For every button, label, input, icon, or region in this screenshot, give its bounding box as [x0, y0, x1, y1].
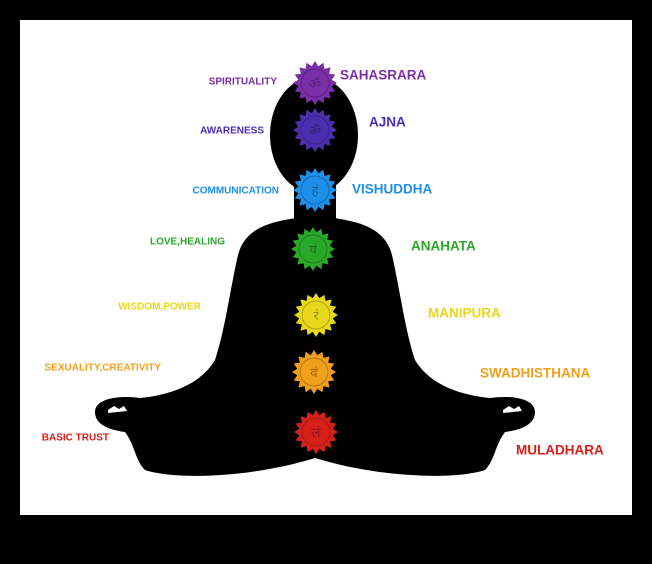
chakra-name-label: VISHUDDHA — [352, 181, 433, 197]
chakra-meaning-label: AWARENESS — [200, 125, 264, 137]
chakra-name-label: AJNA — [369, 114, 406, 130]
chakra-meaning-label: BASIC TRUST — [41, 432, 109, 444]
chakra-sahasrara-icon: ॐ — [293, 61, 337, 105]
chakra-meaning-label: COMMUNICATION — [192, 185, 279, 197]
chakra-meaning-label: SEXUALITY,CREATIVITY — [44, 362, 162, 374]
chakra-meaning-label: LOVE,HEALING — [149, 236, 225, 248]
svg-text:हं: हं — [312, 184, 320, 199]
chakra-name-label: ANAHATA — [411, 238, 476, 254]
chakra-name-label: MANIPURA — [428, 305, 501, 321]
svg-text:रं: रं — [313, 309, 319, 324]
chakra-anahata-icon: यं — [291, 227, 335, 271]
chakra-ajna-icon: ॐ — [293, 108, 337, 152]
meditating-silhouette: ॐ ॐ हं यं रं वं लं — [95, 61, 535, 476]
chakra-muladhara-icon: लं — [294, 410, 338, 454]
chakra-meaning-label: WISDOM,POWER — [118, 301, 201, 313]
svg-text:वं: वं — [310, 366, 318, 381]
chakra-meaning-label: SPIRITUALITY — [208, 76, 277, 88]
svg-text:ॐ: ॐ — [309, 77, 321, 92]
svg-text:ॐ: ॐ — [309, 124, 321, 139]
svg-text:लं: लं — [312, 426, 321, 441]
chakra-manipura-icon: रं — [294, 293, 338, 337]
chakra-swadhisthana-icon: वं — [292, 350, 336, 394]
chakra-name-label: SWADHISTHANA — [480, 365, 591, 381]
svg-text:यं: यं — [309, 243, 317, 258]
chakra-diagram: ॐ ॐ हं यं रं वं लं SPIRITUALITY SAHASRARA AWAREN… — [20, 20, 632, 515]
chakra-name-label: SAHASRARA — [340, 67, 427, 83]
chakra-vishuddha-icon: हं — [293, 168, 337, 212]
chakra-name-label: MULADHARA — [516, 442, 604, 458]
